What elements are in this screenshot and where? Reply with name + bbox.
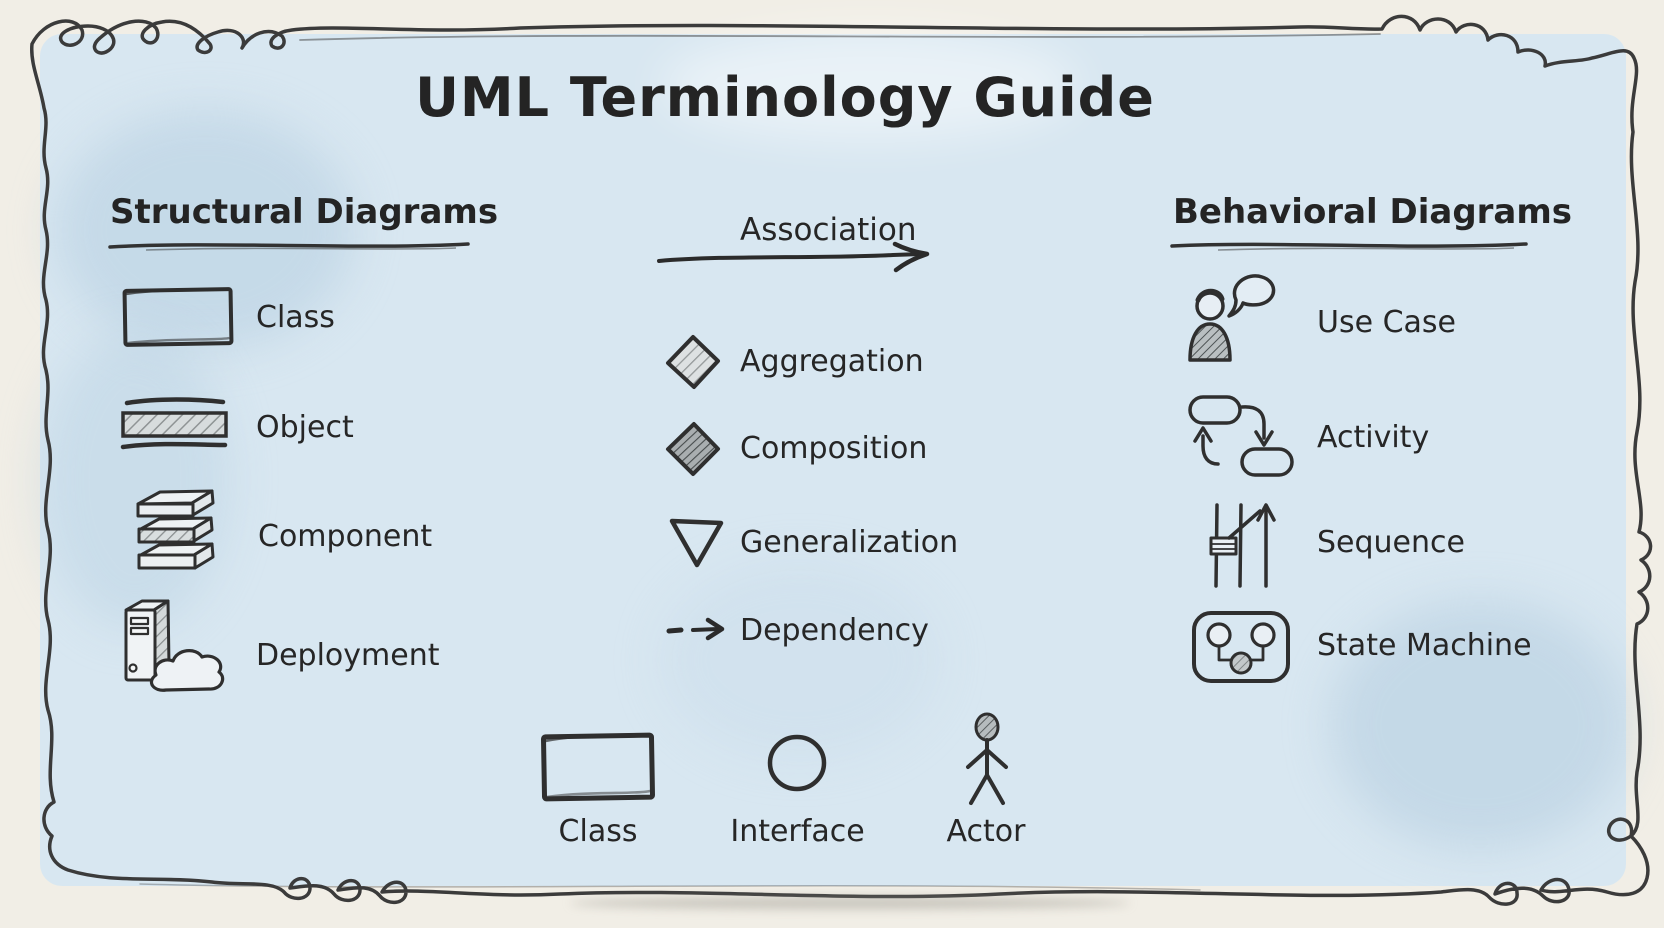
sequence-lifeline-icon <box>1209 503 1276 588</box>
state-machine-icon <box>1192 611 1290 683</box>
activity-flow-icon <box>1188 395 1294 477</box>
object-bar-icon <box>120 397 228 450</box>
notation-item-label: Interface <box>730 814 865 849</box>
behavioral-item-label: Use Case <box>1317 305 1456 340</box>
class-rectangle-icon <box>122 287 234 347</box>
structural-heading: Structural Diagrams <box>110 192 499 232</box>
structural-item-label: Class <box>256 300 335 335</box>
relationship-item-label: Dependency <box>740 613 929 648</box>
behavioral-item-label: State Machine <box>1317 628 1532 663</box>
aggregation-diamond-icon <box>666 335 720 389</box>
relationship-item-label: Composition <box>740 431 928 466</box>
behavioral-item-label: Activity <box>1317 420 1430 455</box>
deployment-server-cloud-icon <box>124 599 225 692</box>
component-stack-icon <box>136 489 215 570</box>
notation-item-label: Actor <box>946 814 1026 849</box>
interface-circle-icon <box>767 734 827 792</box>
structural-item-label: Object <box>256 410 354 445</box>
relationship-item-label: Generalization <box>740 525 959 560</box>
dependency-dashed-arrow-icon <box>666 617 725 641</box>
pencil-smudge <box>570 897 1130 909</box>
notation-item-label: Class <box>558 814 638 849</box>
relationship-item-label: Aggregation <box>740 344 924 379</box>
actor-stick-figure-icon <box>966 712 1008 805</box>
relationship-item-label: Association <box>740 212 917 248</box>
class-box-icon <box>541 732 655 802</box>
behavioral-underline <box>1170 242 1528 251</box>
use-case-person-speech-icon <box>1188 274 1276 362</box>
behavioral-item-label: Sequence <box>1317 525 1465 560</box>
structural-underline <box>108 242 470 251</box>
page-title: UML Terminology Guide <box>415 66 1155 129</box>
generalization-triangle-icon <box>669 518 724 568</box>
composition-diamond-icon <box>665 422 721 477</box>
behavioral-heading: Behavioral Diagrams <box>1173 192 1573 232</box>
association-arrow-icon <box>657 241 930 273</box>
structural-item-label: Deployment <box>256 638 440 673</box>
structural-item-label: Component <box>258 519 433 554</box>
